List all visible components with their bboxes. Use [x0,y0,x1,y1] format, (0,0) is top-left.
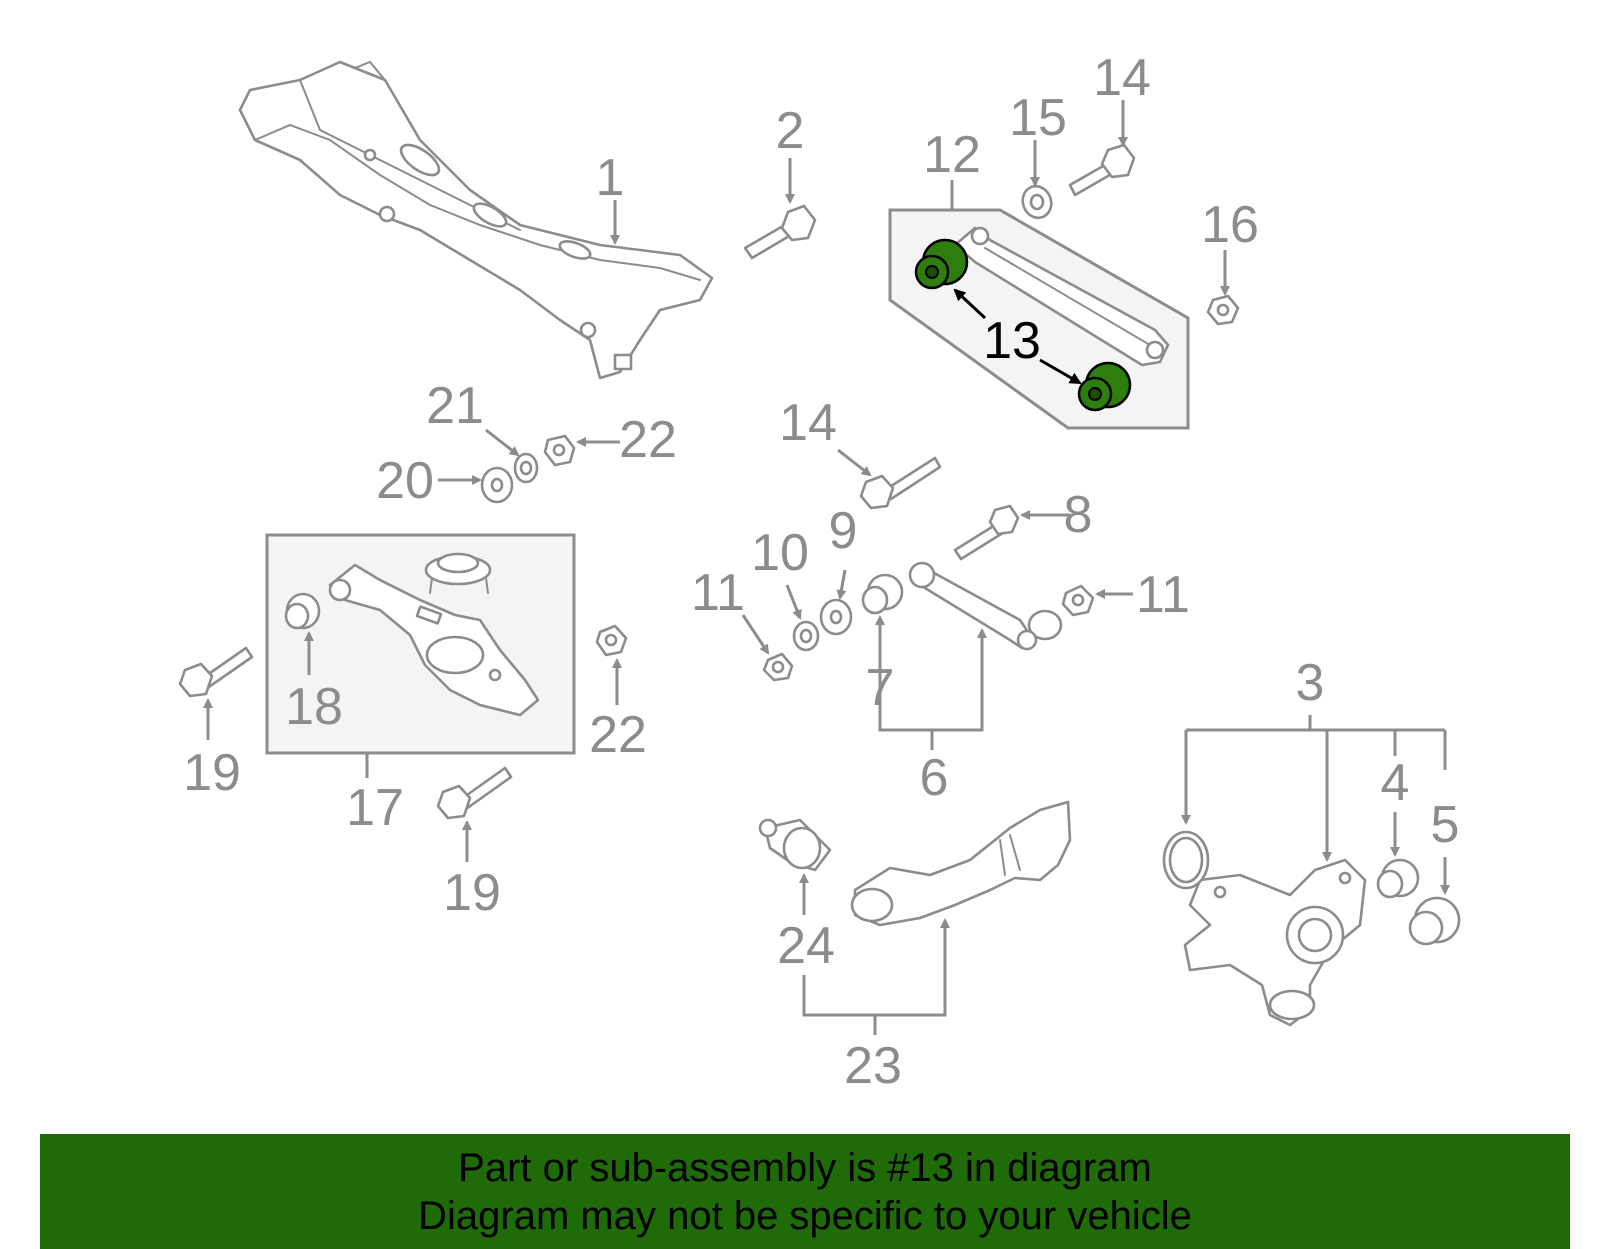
bolt-2 [743,204,817,260]
trailing-arm-23 [850,800,1072,927]
part-info-banner: Part or sub-assembly is #13 in diagram D… [40,1134,1570,1249]
bushing-13-lower [1077,361,1132,412]
callout-22-top: 22 [619,411,677,469]
callout-1: 1 [596,149,625,207]
callout-5: 5 [1431,796,1460,854]
callout-19-bottom: 19 [443,864,501,922]
rear-lateral-arm-assembly [888,208,1190,430]
callout-9: 9 [829,502,858,560]
nut-11-right [1061,584,1095,617]
bolt-14-top [1068,143,1136,197]
subframe-crossmember [238,60,714,380]
knuckle-3 [1183,858,1367,1027]
leader-lines [203,100,1450,1035]
lower-arm-assembly [265,533,576,755]
callout-24: 24 [777,917,835,975]
bushing-24 [758,818,832,872]
washer-21 [513,452,539,484]
parts-diagram: 1 2 3 4 5 6 7 8 9 10 11 11 12 13 14 14 1… [178,49,1461,1095]
callout-20: 20 [376,452,434,510]
bolt-19-bottom [436,766,513,820]
callout-14-top: 14 [1093,49,1151,107]
nut-22-top [543,434,576,467]
bushing-4 [1376,858,1420,899]
banner-line-1: Part or sub-assembly is #13 in diagram [458,1146,1152,1190]
bushing-7 [861,573,904,615]
toe-link-6 [908,561,1063,651]
callout-16: 16 [1201,196,1259,254]
bolt-14-center [859,456,942,510]
bolt-8 [953,504,1020,561]
nut-22-right [595,624,628,657]
dust-shield-ring [1162,830,1210,890]
callout-8: 8 [1064,486,1093,544]
callout-19-left: 19 [183,744,241,802]
callout-11-left: 11 [691,564,745,622]
washer-20 [480,466,514,504]
callout-18: 18 [285,678,343,736]
bushing-5 [1408,896,1461,946]
nut-16 [1206,294,1240,326]
washer-10 [792,620,820,652]
callout-10: 10 [751,524,809,582]
callout-21: 21 [426,377,484,435]
callout-13: 13 [983,312,1041,370]
callout-labels: 1 2 3 4 5 6 7 8 9 10 11 11 12 13 14 14 1… [183,49,1459,1095]
callout-6: 6 [920,749,949,807]
nut-11-left [762,652,794,682]
callout-17: 17 [346,779,404,837]
callout-12: 12 [923,126,981,184]
callout-14-center: 14 [779,394,837,452]
callout-4: 4 [1381,754,1410,812]
banner-line-2: Diagram may not be specific to your vehi… [418,1194,1192,1238]
bolt-19-left [178,646,254,698]
callout-3: 3 [1296,654,1325,712]
callout-7: 7 [866,659,895,717]
washer-15 [1021,184,1053,220]
callout-22-right: 22 [589,706,647,764]
callout-11-right: 11 [1136,566,1190,624]
bushing-13-upper [914,238,969,290]
callout-23: 23 [844,1037,902,1095]
callout-15: 15 [1009,89,1067,147]
washer-9 [819,598,853,636]
callout-2: 2 [776,102,805,160]
